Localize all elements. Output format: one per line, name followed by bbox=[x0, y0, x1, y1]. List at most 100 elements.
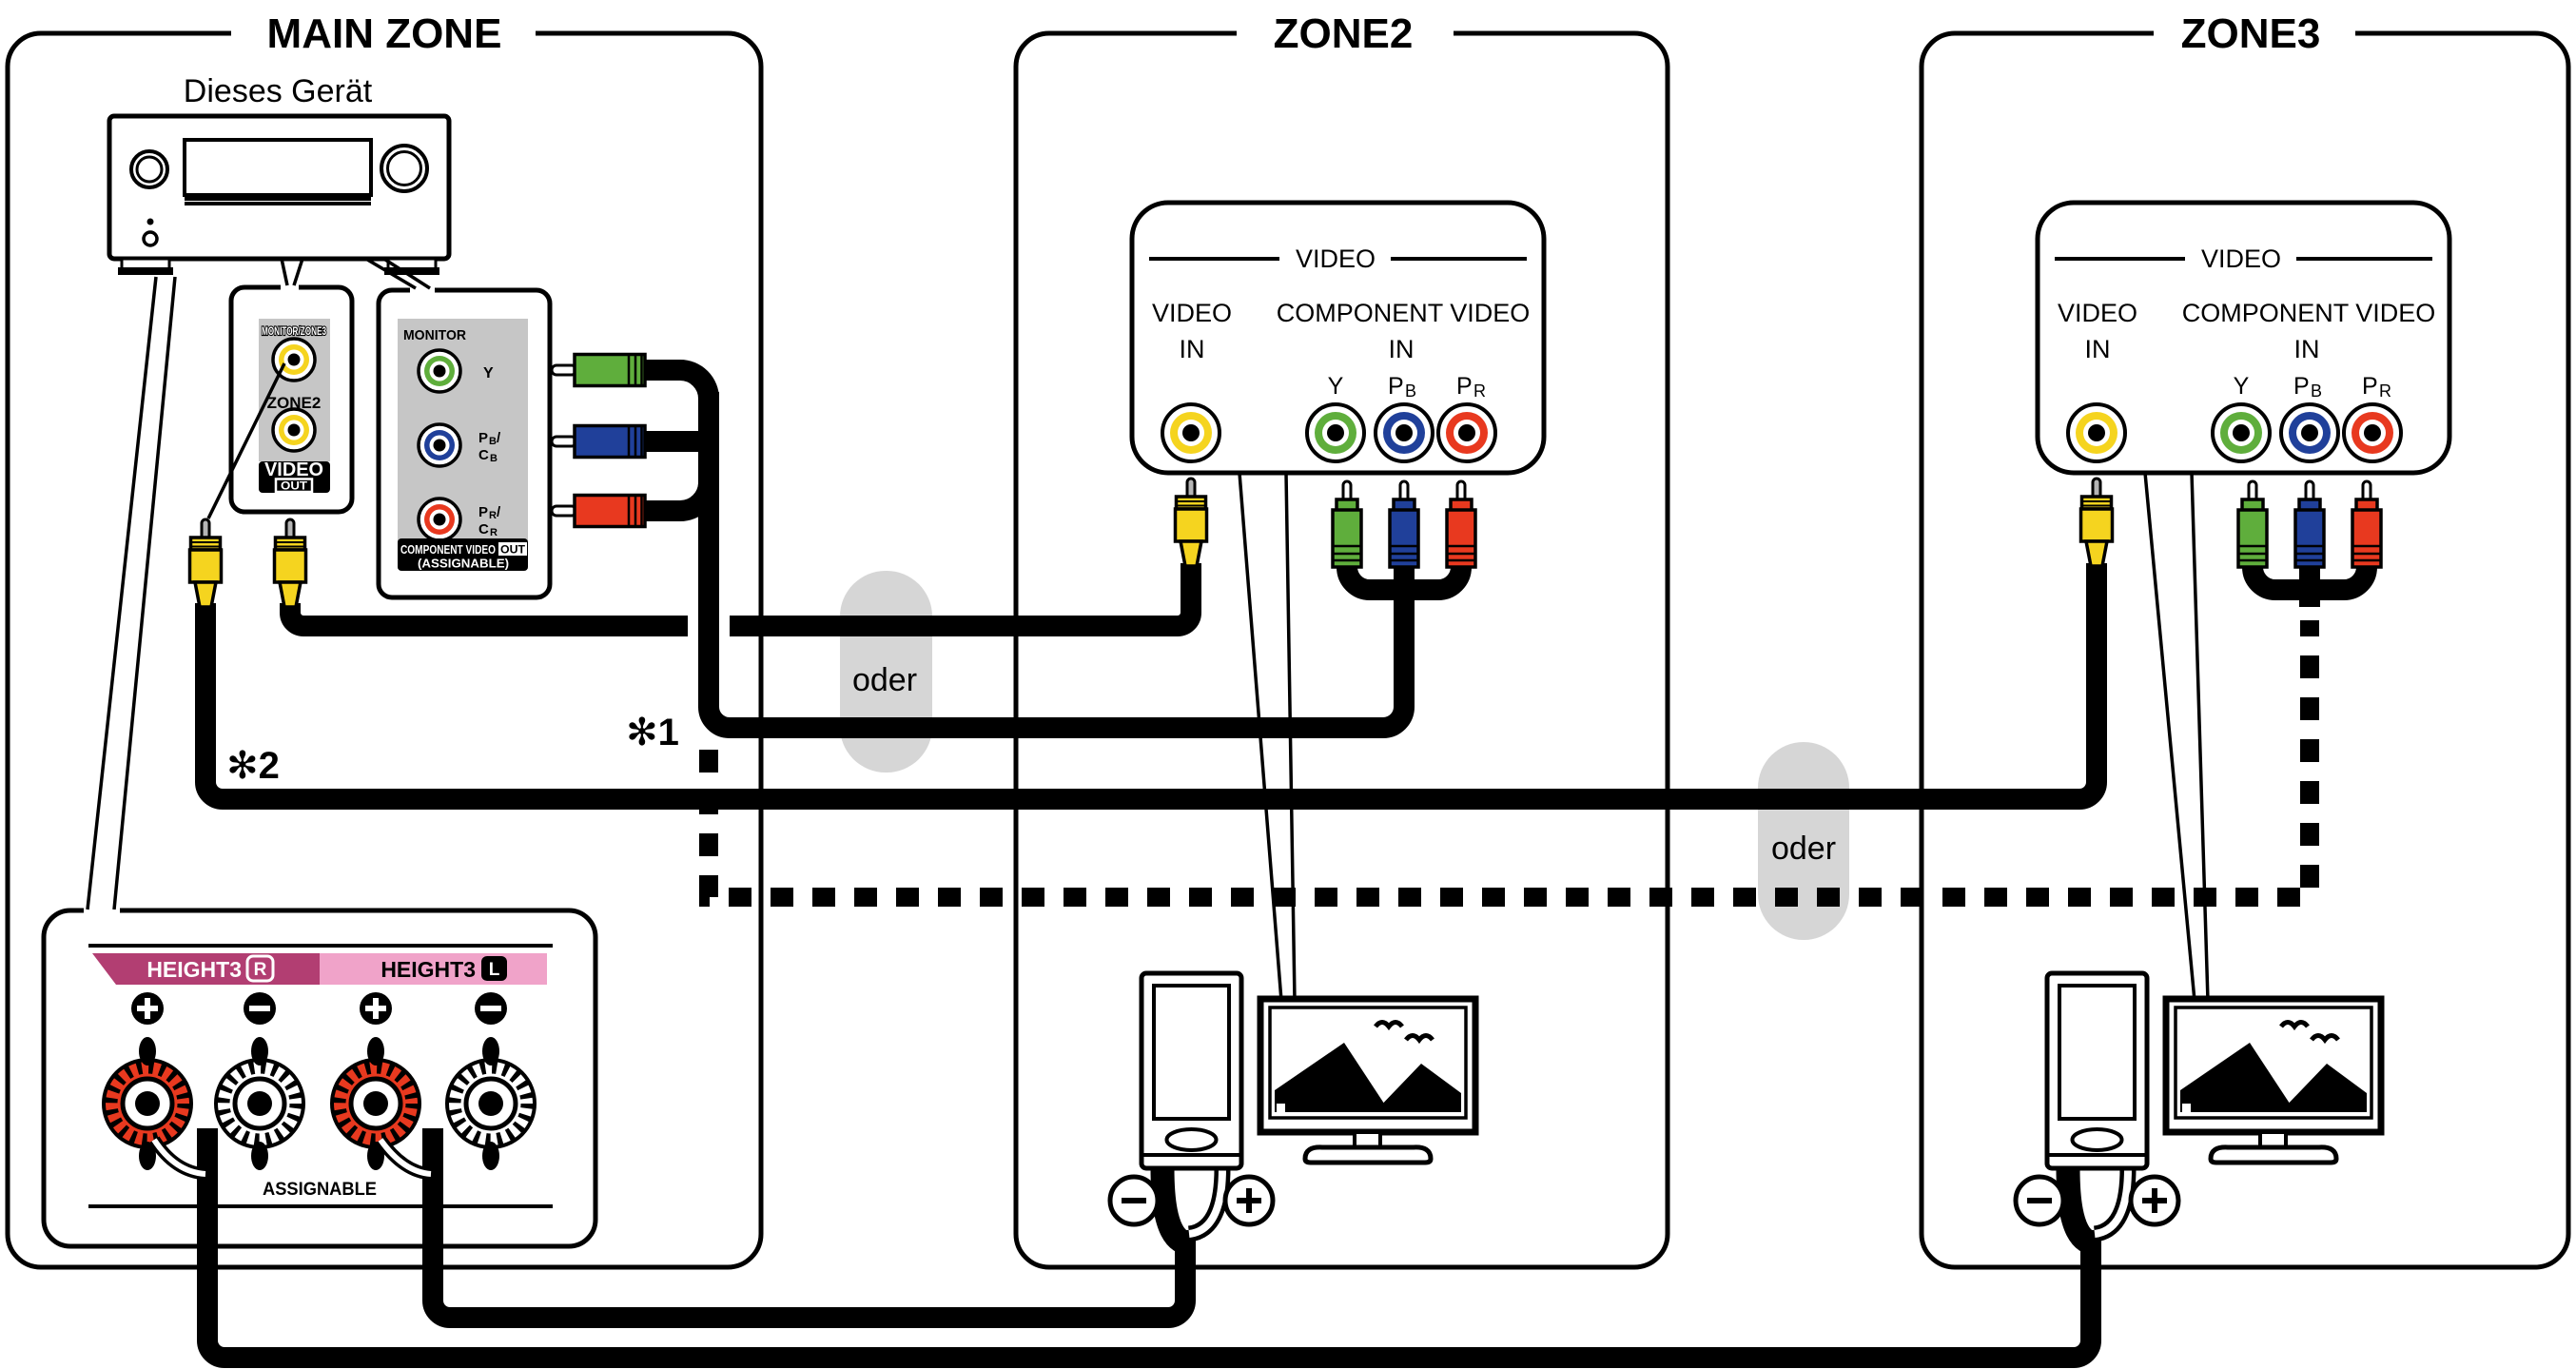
rca-plug-red bbox=[550, 493, 647, 529]
zone2-pb-jack bbox=[1374, 402, 1434, 463]
component-out-badge-title: COMPONENT VIDEO bbox=[400, 542, 496, 557]
receiver-power-button bbox=[142, 230, 159, 247]
component-out-badge-sub: (ASSIGNABLE) bbox=[418, 557, 509, 571]
zone3-yellow-plug bbox=[2078, 477, 2115, 568]
height3-r-label: HEIGHT3 bbox=[146, 957, 242, 982]
zone2-pr-label-r: R bbox=[1473, 381, 1486, 401]
zone3-pb-jack bbox=[2279, 402, 2340, 463]
zone2-panel-header: VIDEO bbox=[1296, 244, 1376, 273]
component-out-panel: MONITOR Y P B / C B P R / C R COMPONENT … bbox=[376, 287, 553, 600]
zone2-speaker-hook-white bbox=[1188, 1167, 1226, 1238]
zone3-plus-icon bbox=[2131, 1177, 2178, 1224]
or-label-2: oder bbox=[1771, 831, 1836, 867]
zone2-panel-frame bbox=[1129, 200, 1547, 476]
component-out-cr-label-c: C bbox=[478, 521, 489, 538]
zone2-pb-label-b: B bbox=[1405, 381, 1416, 401]
video-cable-zone2-right bbox=[730, 563, 1201, 636]
component-out-cb-label-b: B bbox=[490, 453, 498, 464]
zone-boxes: MAIN ZONE ZONE2 ZONE3 bbox=[5, 10, 2571, 1270]
zone3-video-panel: VIDEO VIDEO IN COMPONENT VIDEO IN Y P B … bbox=[2035, 200, 2452, 569]
zone2-y-jack bbox=[1305, 402, 1366, 463]
pointer-jack-to-plug bbox=[206, 362, 286, 519]
height3-r-bar bbox=[92, 953, 320, 985]
component-cable-zone3-dotted bbox=[699, 620, 2319, 907]
cables bbox=[148, 360, 2377, 1368]
main-zone-title-bg bbox=[231, 11, 536, 55]
main-zone-title: MAIN ZONE bbox=[267, 10, 502, 57]
or-label-1: oder bbox=[852, 662, 917, 698]
component-out-badge-out: OUT bbox=[500, 543, 526, 557]
zone3-pb-label-b: B bbox=[2311, 381, 2322, 401]
component-out-pb-jack bbox=[417, 422, 462, 468]
zone3-minus-icon bbox=[2016, 1177, 2063, 1224]
speaker-wire-curl-r bbox=[151, 1138, 206, 1177]
rca-plug-green bbox=[550, 352, 647, 388]
zone3-pr-jack bbox=[2342, 402, 2403, 463]
component-out-pb-label-p: P bbox=[478, 430, 488, 446]
zone3-panel-header: VIDEO bbox=[2201, 244, 2281, 273]
zone2-pr-label-p: P bbox=[1456, 373, 1473, 400]
component-out-y-label: Y bbox=[483, 365, 494, 381]
zone3-blue-plug bbox=[2293, 479, 2326, 569]
rca-plug-yellow-zone2 bbox=[272, 518, 308, 609]
zone3-pb-label-p: P bbox=[2293, 373, 2310, 400]
zone3-devices bbox=[2016, 973, 2381, 1256]
zone2-green-plug bbox=[1331, 479, 1363, 569]
zone2-component-2: IN bbox=[1389, 335, 1415, 363]
zone2-title-bg bbox=[1237, 11, 1454, 55]
zone3-y-jack bbox=[2211, 402, 2272, 463]
zone3-speaker-hook bbox=[2056, 1167, 2098, 1256]
zone2-plus-icon bbox=[1225, 1177, 1273, 1224]
device-label: Dieses Gerät bbox=[184, 73, 373, 109]
receiver-chassis bbox=[107, 113, 452, 262]
note-2: ✻2 bbox=[226, 745, 280, 787]
receiver: Dieses Gerät bbox=[107, 73, 452, 275]
height3-assignable-label: ASSIGNABLE bbox=[263, 1180, 377, 1200]
zone2-video-in-2: IN bbox=[1180, 335, 1205, 363]
video-out-jack1-label: MONITOR/ZONE3 bbox=[262, 326, 326, 338]
video-out-jack2-label: ZONE2 bbox=[267, 394, 322, 412]
minus-icon bbox=[244, 992, 276, 1025]
zone3-video-in-2: IN bbox=[2085, 335, 2111, 363]
gap-component bbox=[410, 285, 435, 295]
component-out-cb-label-c: C bbox=[478, 447, 489, 463]
zone3-y-label: Y bbox=[2234, 373, 2250, 400]
height3-r-channel: R bbox=[254, 960, 267, 980]
rca-plug-blue bbox=[550, 423, 647, 460]
speaker-wire-curl-l bbox=[378, 1138, 432, 1177]
speaker-wire-zone3 bbox=[197, 1128, 2101, 1368]
zone2-yellow-plug bbox=[1173, 477, 1209, 568]
zone2-pb-label-p: P bbox=[1388, 373, 1404, 400]
zone3-title-bg bbox=[2154, 11, 2355, 55]
minus-icon bbox=[475, 992, 507, 1025]
component-out-pr-label-r: R bbox=[489, 510, 497, 521]
video-out-badge-title: VIDEO bbox=[264, 460, 323, 480]
zone2-video-panel: VIDEO VIDEO IN COMPONENT VIDEO IN Y P B … bbox=[1129, 200, 1547, 569]
component-out-pb-label-b: B bbox=[489, 436, 497, 447]
zone3-red-plug bbox=[2351, 479, 2383, 569]
zone3-panel-frame bbox=[2035, 200, 2452, 476]
zone3-video-in-1: VIDEO bbox=[2058, 299, 2137, 327]
zone2-video-in-jack bbox=[1161, 402, 1221, 463]
receiver-knob-right bbox=[380, 144, 429, 193]
zone2-y-label: Y bbox=[1328, 373, 1344, 400]
zone2-tv bbox=[1260, 999, 1475, 1163]
zone2-video-in-1: VIDEO bbox=[1152, 299, 1232, 327]
zone3-pr-label-p: P bbox=[2362, 373, 2378, 400]
receiver-knob-right-inner bbox=[386, 150, 422, 186]
zone2-component-1: COMPONENT VIDEO bbox=[1277, 299, 1531, 327]
zone3-component-2: IN bbox=[2294, 335, 2320, 363]
zone3-speaker-hook-white bbox=[2094, 1167, 2132, 1238]
note-1: ✻1 bbox=[626, 712, 679, 753]
video-out-panel: MONITOR/ZONE3 ZONE2 VIDEO OUT bbox=[228, 284, 355, 515]
pointer-zone2-panel-to-tv bbox=[1238, 472, 1297, 1002]
height3-l-channel: L bbox=[489, 960, 500, 980]
video-out-badge-sub: OUT bbox=[281, 481, 307, 493]
receiver-foot-right-pad bbox=[384, 267, 439, 275]
zone2-blue-plug bbox=[1388, 479, 1420, 569]
component-cable-zone2-run bbox=[698, 597, 1415, 738]
video-cable-zone3 bbox=[195, 563, 2107, 810]
speaker-wire-zone2 bbox=[422, 1128, 1196, 1328]
